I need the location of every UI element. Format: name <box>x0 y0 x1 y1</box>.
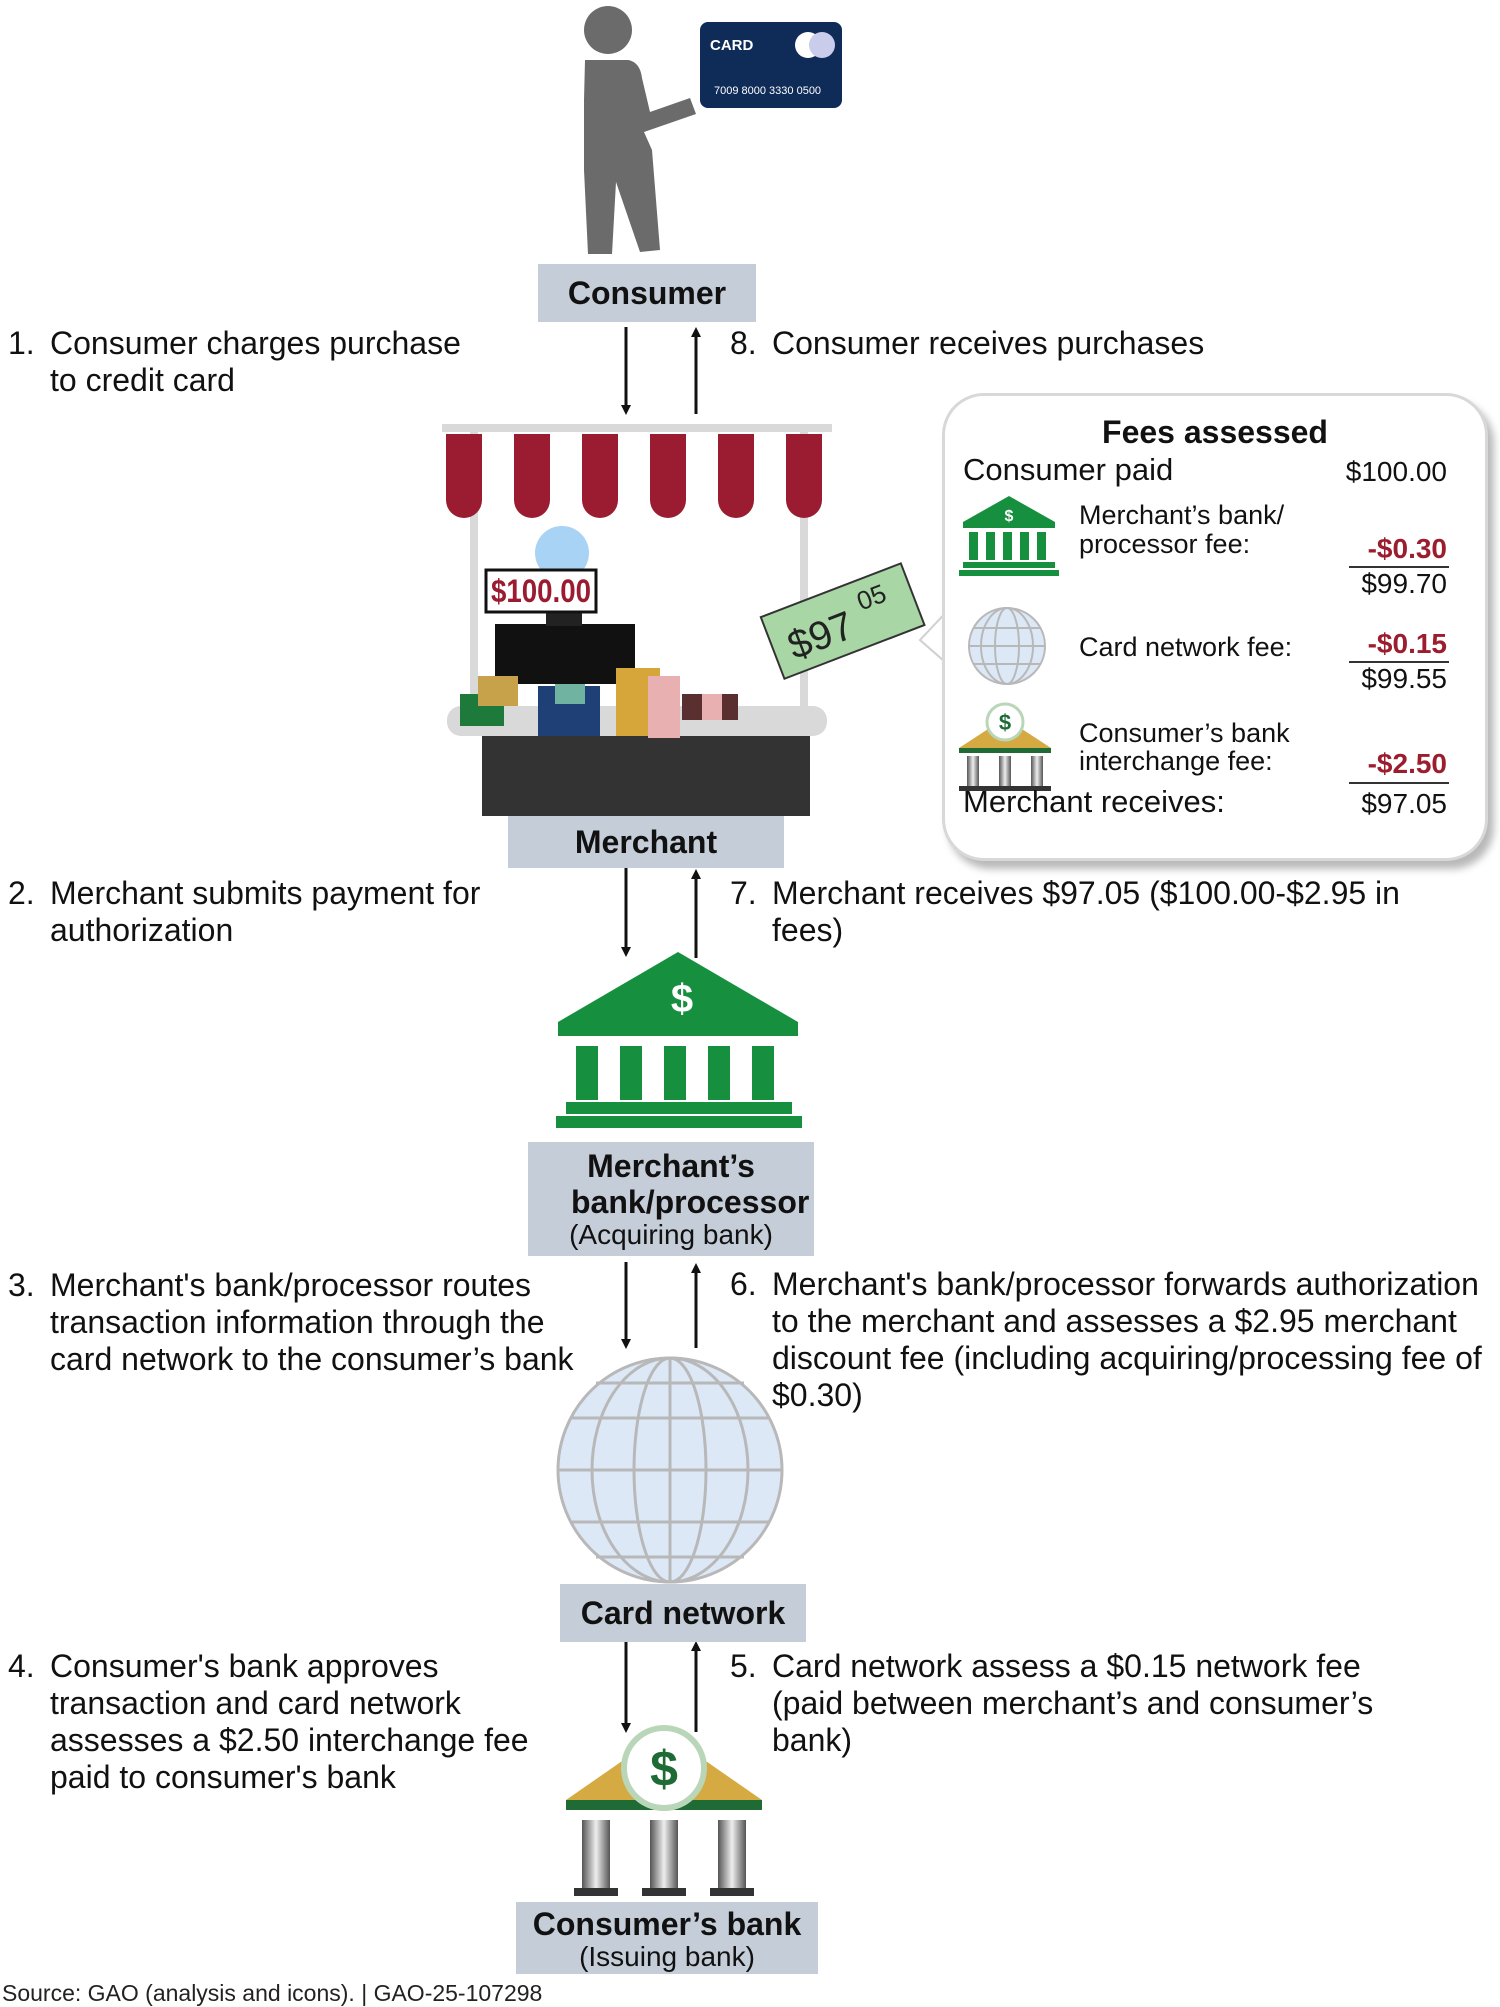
merchant-stall-icon: $100.00 <box>442 424 832 816</box>
rule-2 <box>1349 661 1449 663</box>
consumer-bank-building-icon: $ <box>566 1725 762 1896</box>
merchant-receives-amount: $97.05 <box>1361 788 1447 819</box>
processor-fee: -$0.30 <box>1367 533 1447 564</box>
svg-text:$: $ <box>999 710 1011 735</box>
interchange-label-2: interchange fee: <box>1079 746 1273 776</box>
source-note: Source: GAO (analysis and icons). | GAO-… <box>2 1980 543 2006</box>
consumer-figure-icon <box>584 6 696 254</box>
svg-text:$: $ <box>1005 508 1014 525</box>
card-network-globe-icon <box>556 1356 784 1584</box>
register-price: $100.00 <box>491 573 591 609</box>
step-7: 7.Merchant receives $97.05 ($100.00-$2.9… <box>730 875 1400 948</box>
svg-text:7009 8000 3330 0500: 7009 8000 3330 0500 <box>714 85 821 97</box>
step-4: 4.Consumer's bank approves transaction a… <box>8 1648 529 1795</box>
step-2: 2.Merchant submits payment for authoriza… <box>8 875 481 948</box>
rule-1 <box>1349 566 1449 568</box>
svg-text:$: $ <box>650 1741 678 1797</box>
interchange-label-1: Consumer’s bank <box>1079 718 1290 748</box>
consumer-bank-box: Consumer’s bank (Issuing bank) <box>516 1902 818 1974</box>
network-fee: -$0.15 <box>1367 628 1447 659</box>
merchant-bank-building-icon: $ <box>556 952 802 1128</box>
after-processor: $99.70 <box>1361 568 1447 599</box>
credit-card-icon: CARD 7009 8000 3330 0500 <box>700 22 842 108</box>
merchant-box: Merchant <box>508 816 784 868</box>
merchant-bank-box: Merchant’s bank/processor (Acquiring ban… <box>528 1142 814 1256</box>
merchant-receives-label: Merchant receives: <box>963 784 1225 819</box>
rule-3 <box>1349 782 1449 784</box>
after-network: $99.55 <box>1361 663 1447 694</box>
step-8: 8.Consumer receives purchases <box>730 325 1205 361</box>
interchange-fee: -$2.50 <box>1367 748 1447 779</box>
processor-fee-label-1: Merchant’s bank/ <box>1079 500 1285 530</box>
step-6: 6.Merchant's bank/processor forwards aut… <box>730 1266 1482 1413</box>
processor-fee-label-2: processor fee: <box>1079 529 1251 559</box>
flow-arrows <box>621 327 701 1733</box>
consumer-paid-label: Consumer paid <box>963 452 1174 487</box>
fees-title: Fees assessed <box>1102 414 1328 450</box>
globe-icon <box>968 607 1046 685</box>
consumer-bank-icon: $ <box>959 702 1051 791</box>
svg-text:CARD: CARD <box>710 37 753 54</box>
step-1: 1.Consumer charges purchase to credit ca… <box>8 325 461 398</box>
consumer-box: Consumer <box>538 264 756 322</box>
fees-assessed-panel: Fees assessed Consumer paid $100.00 $ Me… <box>942 393 1488 861</box>
consumer-paid-amount: $100.00 <box>1345 456 1447 487</box>
bank-icon: $ <box>959 496 1059 576</box>
step-3: 3.Merchant's bank/processor routes trans… <box>8 1267 574 1377</box>
network-fee-label: Card network fee: <box>1079 632 1293 662</box>
payout-note-icon: $97 05 <box>759 562 926 681</box>
svg-text:$: $ <box>671 977 693 1021</box>
step-5: 5.Card network assess a $0.15 network fe… <box>730 1648 1374 1758</box>
card-network-box: Card network <box>560 1584 806 1642</box>
